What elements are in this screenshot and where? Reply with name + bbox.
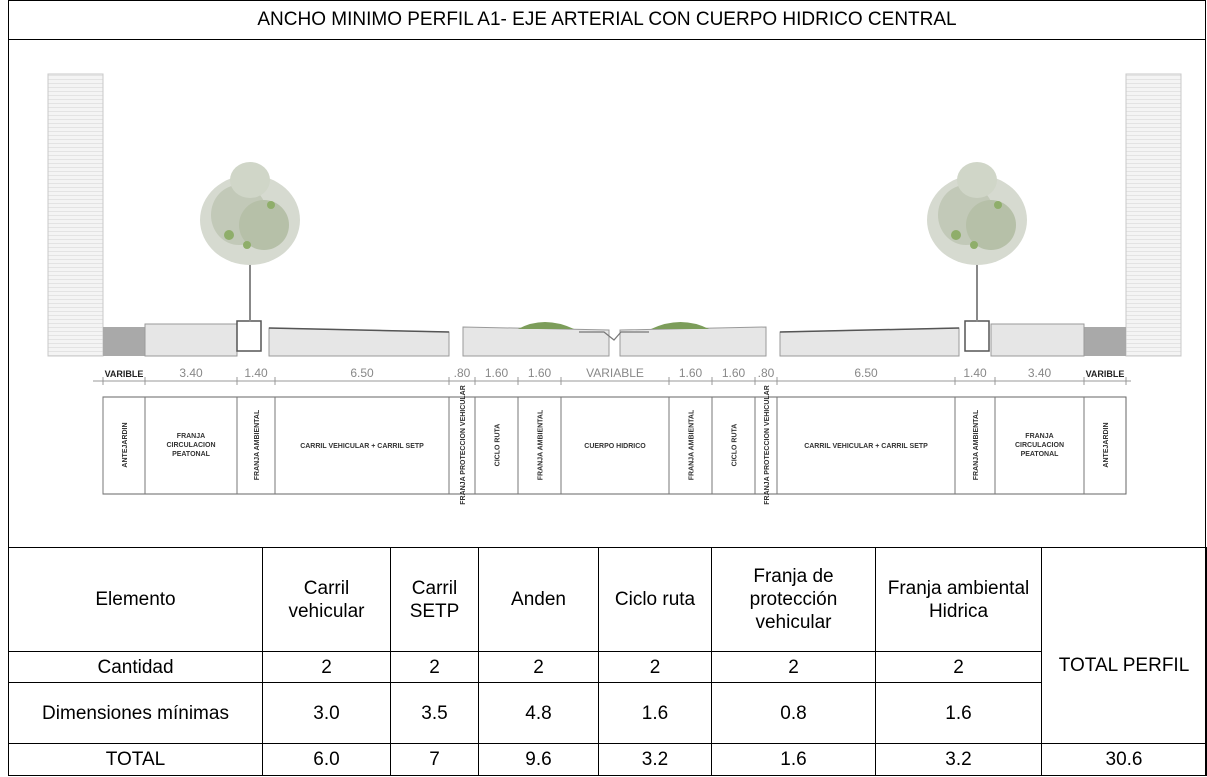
dimension-label: .80 [454, 366, 471, 380]
table-row-cantidad: Cantidad 2 2 2 2 2 2 [8, 651, 1207, 684]
antejardin-left [103, 327, 145, 356]
table-cell: 2 [875, 651, 1042, 684]
row-label: Dimensiones mínimas [8, 682, 263, 744]
green-strip-left [518, 322, 574, 329]
row-label: Cantidad [8, 651, 263, 684]
header-carril-setp: Carril SETP [390, 546, 479, 653]
dimension-label: 1.60 [679, 366, 703, 380]
header-elemento: Elemento [8, 546, 263, 653]
road-profile-drawing: VARIBLE 3.40 1.40 6.50 .80 1.60 1.60 VARIABLE 1.… [9, 40, 1205, 547]
dimension-label: VARIABLE [586, 366, 644, 380]
building-left [47, 73, 104, 357]
segment-label: CICLO RUTA [732, 424, 739, 467]
segment-label: CARRIL VEHICULAR + CARRIL SETP [300, 443, 424, 450]
tree-pit-left [236, 320, 262, 352]
header-franja-ambiental: Franja ambiental Hidrica [875, 546, 1042, 653]
table-cell: 2 [711, 651, 876, 684]
row-label: TOTAL [8, 742, 263, 777]
segment-label: FRANJA AMBIENTAL [254, 409, 261, 480]
segment-label: CARRIL VEHICULAR + CARRIL SETP [804, 443, 928, 450]
dimension-label: 3.40 [1028, 366, 1052, 380]
table-cell: 3.5 [390, 682, 479, 744]
dimension-label: 6.50 [350, 366, 374, 380]
table-row-total: TOTAL 6.0 7 9.6 3.2 1.6 3.2 30.6 [8, 742, 1207, 777]
water-body-channel [579, 331, 649, 341]
header-carril-vehicular: Carril vehicular [262, 546, 391, 653]
dimension-label: VARIBLE [105, 369, 144, 379]
table-cell: 3.2 [598, 742, 712, 777]
segment-label: FRANJA PROTECCION VEHICULAR [764, 385, 771, 505]
table-cell: 2 [598, 651, 712, 684]
dimension-label: 1.60 [485, 366, 509, 380]
header-ciclo-ruta: Ciclo ruta [598, 546, 712, 653]
header-franja-proteccion: Franja de protección vehicular [711, 546, 876, 653]
table-cell: 1.6 [711, 742, 876, 777]
tree-left [200, 162, 300, 322]
table-cell: 9.6 [478, 742, 599, 777]
dimension-label: .80 [758, 366, 775, 380]
table-cell: 4.8 [478, 682, 599, 744]
table-cell: 7 [390, 742, 479, 777]
segment-label: CUERPO HIDRICO [584, 443, 646, 450]
dimension-label: 1.40 [963, 366, 987, 380]
road-surface-left [268, 327, 450, 333]
dimension-label: 1.60 [722, 366, 746, 380]
table-cell: 2 [390, 651, 479, 684]
dimension-label: 1.60 [528, 366, 552, 380]
ground-section [144, 323, 1085, 357]
table-cell: 1.6 [598, 682, 712, 744]
dimensions-table: Elemento Carril vehicular Carril SETP An… [8, 546, 1207, 777]
dimension-label: 6.50 [854, 366, 878, 380]
table-row-dimensiones: Dimensiones mínimas 3.0 3.5 4.8 1.6 0.8 … [8, 682, 1207, 744]
segment-label: CICLO RUTA [495, 424, 502, 467]
segment-label: ANTEJARDIN [122, 422, 129, 467]
segment-label: FRANJA AMBIENTAL [689, 409, 696, 480]
building-right [1125, 73, 1182, 357]
segment-label: FRANJA AMBIENTAL [538, 409, 545, 480]
page-title: ANCHO MINIMO PERFIL A1- EJE ARTERIAL CON… [8, 0, 1206, 40]
table-cell: 6.0 [262, 742, 391, 777]
table-cell: 1.6 [875, 682, 1042, 744]
dimension-label: 1.40 [244, 366, 268, 380]
table-cell: 2 [262, 651, 391, 684]
tree-pit-right [964, 320, 990, 352]
segment-label: FRANJA PROTECCION VEHICULAR [460, 385, 467, 505]
table-cell: 3.2 [875, 742, 1042, 777]
antejardin-right [1084, 327, 1126, 356]
green-strip-right [651, 322, 709, 329]
segment-label: ANTEJARDIN [1103, 422, 1110, 467]
dimension-label: 3.40 [179, 366, 203, 380]
table-cell: 3.0 [262, 682, 391, 744]
table-cell: 2 [478, 651, 599, 684]
tree-right [927, 162, 1027, 322]
grand-total: 30.6 [1041, 742, 1207, 777]
header-total-perfil: TOTAL PERFIL [1041, 547, 1207, 744]
table-cell: 0.8 [711, 682, 876, 744]
header-anden: Anden [478, 546, 599, 653]
page-frame [8, 0, 1206, 776]
segment-label: FRANJA AMBIENTAL [973, 409, 980, 480]
table-header-row: Elemento Carril vehicular Carril SETP An… [8, 546, 1207, 744]
dimension-label: VARIBLE [1086, 369, 1125, 379]
road-surface-right [779, 327, 960, 333]
